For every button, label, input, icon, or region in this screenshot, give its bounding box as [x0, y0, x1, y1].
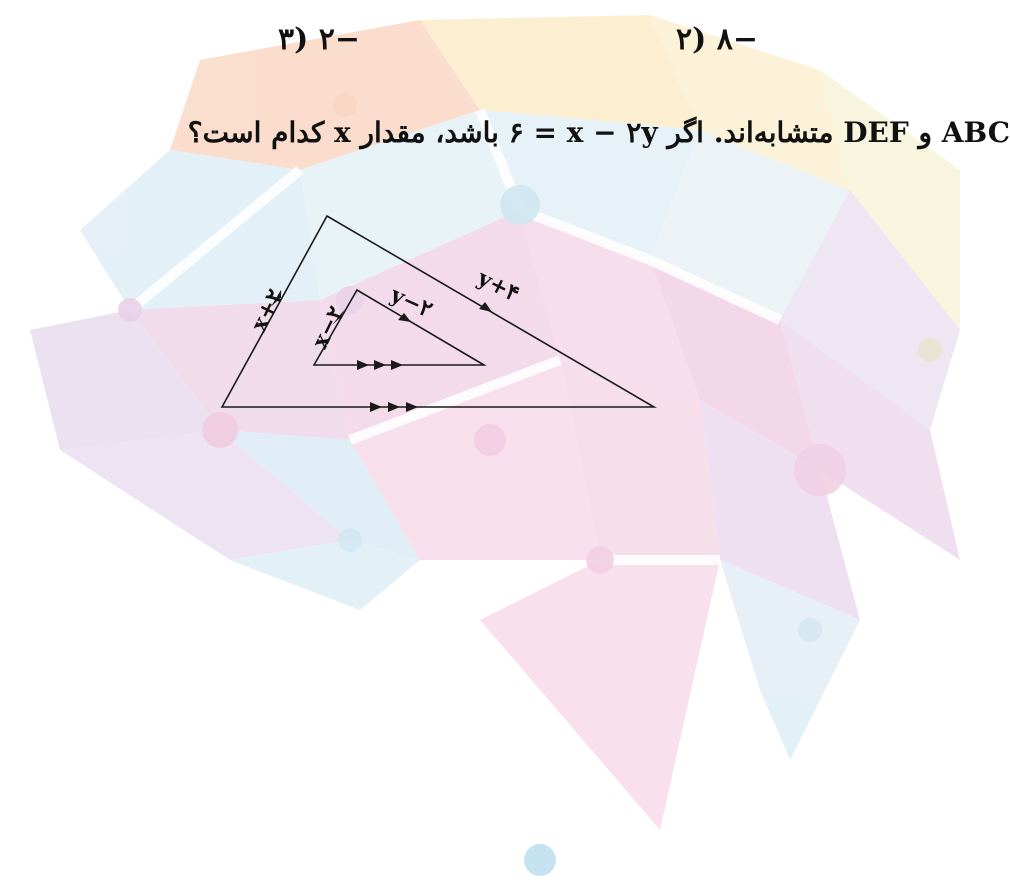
question-part-and: و [918, 116, 933, 149]
inner-left-arrow [332, 310, 344, 325]
question-variable-x: x [334, 116, 351, 149]
outer-left-arrow [270, 289, 282, 307]
outer-base-arrow-1 [370, 402, 382, 412]
parallel-arrow-marks [270, 289, 492, 412]
question-part-text3: کدام است؟ [187, 116, 325, 149]
question-text: ABC و DEF متشابه‌اند. اگر ۶ = x − ۲y باش… [0, 116, 1010, 149]
inner-base-arrow-2 [374, 360, 386, 370]
outer-base-arrow-3 [406, 402, 418, 412]
question-part-abc: ABC [941, 116, 1010, 149]
question-part-def: DEF [843, 116, 909, 149]
outer-base-arrow-2 [388, 402, 400, 412]
inner-base-arrow-1 [357, 360, 369, 370]
option-2[interactable]: −۸ (۲ [676, 22, 759, 57]
label-outer-left: x+۲ [246, 285, 288, 336]
label-inner-top: y−۲ [386, 281, 437, 323]
question-part-text2: باشد، مقدار [360, 116, 499, 149]
outer-top-arrow [479, 302, 492, 312]
inner-top-arrow [398, 313, 411, 322]
label-outer-top: y+۴ [472, 265, 523, 308]
question-part-text1: متشابه‌اند. اگر [667, 116, 834, 149]
inner-base-arrow-3 [391, 360, 403, 370]
outer-triangle [220, 214, 657, 408]
option-3[interactable]: −۲ (۳ [278, 22, 361, 57]
question-equation: ۶ = x − ۲y [508, 116, 658, 149]
label-inner-left: x−۲ [307, 302, 349, 353]
